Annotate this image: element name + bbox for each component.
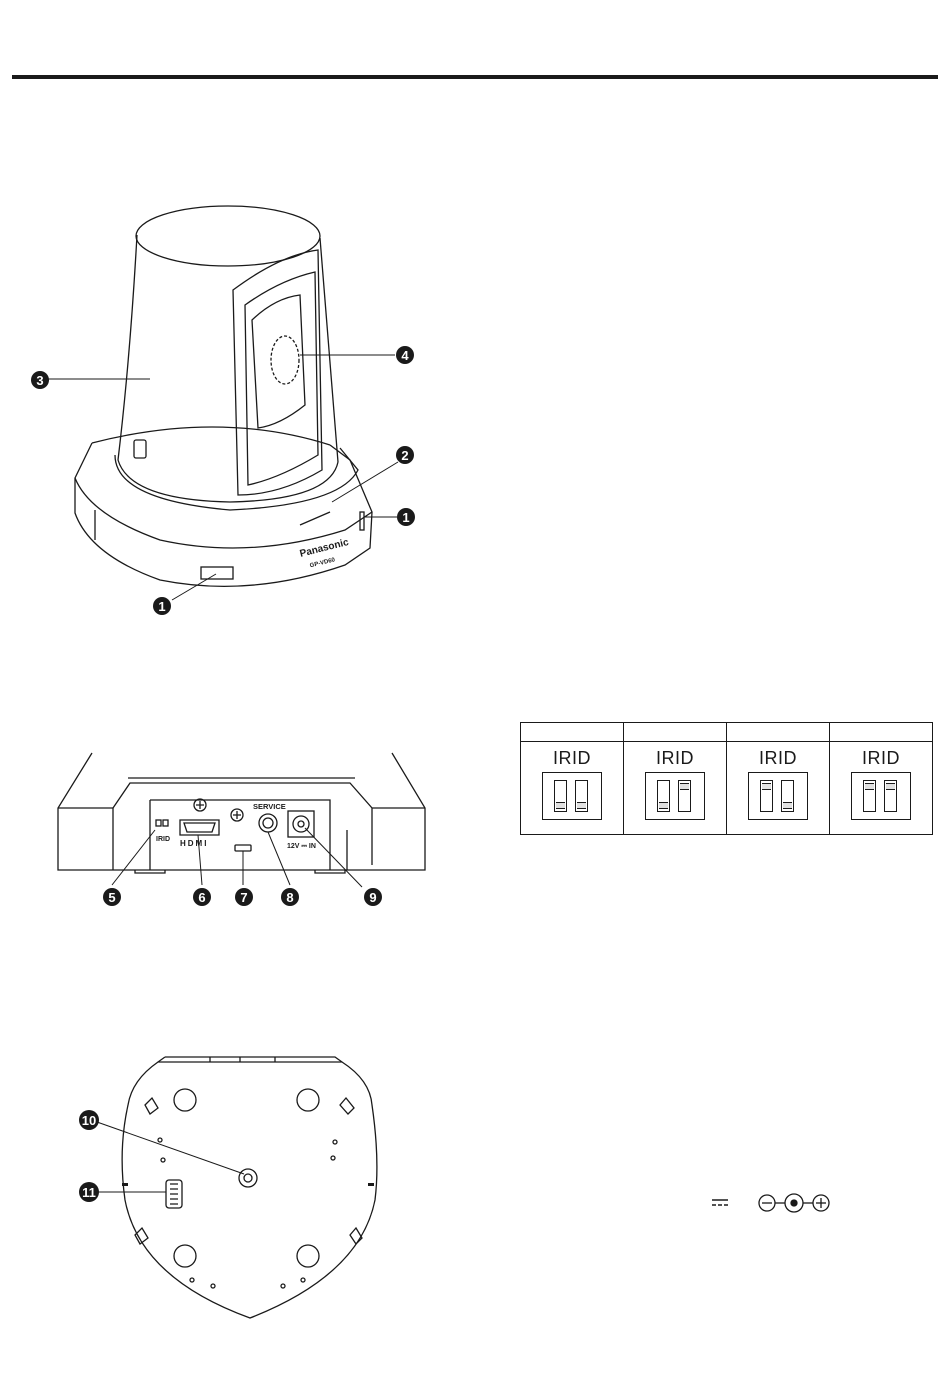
callout-7: 7 <box>235 888 253 906</box>
callout-10: 10 <box>79 1110 99 1130</box>
callout-4: 4 <box>396 346 414 364</box>
callout-1-right: 1 <box>397 508 415 526</box>
svg-text:4: 4 <box>401 348 409 363</box>
callout-1-bottom: 1 <box>153 597 171 615</box>
irid-column-header <box>624 723 726 742</box>
callout-5: 5 <box>103 888 121 906</box>
header-rule <box>12 75 938 79</box>
callout-9: 9 <box>364 888 382 906</box>
irid-column-4: IRID <box>830 723 932 834</box>
svg-text:2: 2 <box>401 448 408 463</box>
irid-dip-switch <box>851 772 911 820</box>
callout-6: 6 <box>193 888 211 906</box>
hdmi-port-label: HDMI <box>180 839 208 848</box>
model-text: GP-VD60 <box>309 557 336 569</box>
svg-text:1: 1 <box>158 599 165 614</box>
irid-dip-switch <box>645 772 705 820</box>
irid-label: IRID <box>656 748 694 768</box>
irid-label: IRID <box>553 748 591 768</box>
irid-column-header <box>727 723 829 742</box>
irid-column-header <box>521 723 623 742</box>
irid-column-header <box>830 723 932 742</box>
svg-text:10: 10 <box>82 1113 96 1128</box>
rear-panel-illustration: IRID HDMI SERVICE 12V ⎓ IN 5 6 7 8 9 <box>0 745 440 915</box>
callout-8: 8 <box>281 888 299 906</box>
svg-text:9: 9 <box>369 890 376 905</box>
dc-current-icon <box>712 1200 728 1205</box>
center-positive-polarity-icon <box>759 1194 829 1212</box>
power-port-label: 12V ⎓ IN <box>287 843 316 850</box>
irid-column-1: IRID <box>521 723 624 834</box>
camera-front-illustration: Panasonic GP-VD60 3 4 2 1 1 <box>0 190 440 630</box>
callout-3: 3 <box>31 371 49 389</box>
callout-2: 2 <box>396 446 414 464</box>
svg-text:3: 3 <box>36 373 43 388</box>
irid-port-label: IRID <box>156 836 170 843</box>
svg-text:5: 5 <box>108 890 115 905</box>
irid-label: IRID <box>862 748 900 768</box>
dc-polarity-symbols <box>708 1190 838 1216</box>
irid-settings-table: IRID IRID IRID IRID <box>520 722 933 835</box>
svg-text:1: 1 <box>402 510 409 525</box>
irid-column-3: IRID <box>727 723 830 834</box>
irid-label: IRID <box>759 748 797 768</box>
bottom-view-illustration: 10 11 <box>0 1050 440 1330</box>
irid-dip-switch <box>542 772 602 820</box>
svg-text:6: 6 <box>198 890 205 905</box>
svg-text:7: 7 <box>240 890 247 905</box>
irid-dip-switch <box>748 772 808 820</box>
irid-column-2: IRID <box>624 723 727 834</box>
svg-text:8: 8 <box>286 890 293 905</box>
callout-11: 11 <box>79 1182 99 1202</box>
service-port-label: SERVICE <box>253 802 286 811</box>
svg-text:11: 11 <box>82 1185 96 1200</box>
